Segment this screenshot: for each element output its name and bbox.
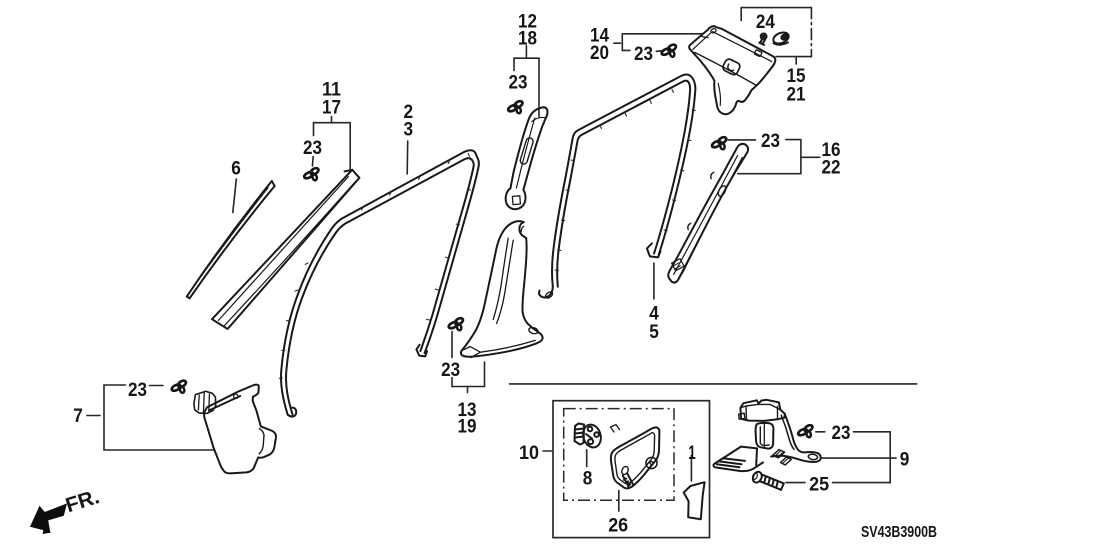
svg-text:9: 9 [900, 449, 910, 471]
svg-text:SV43B3900B: SV43B3900B [861, 524, 937, 541]
svg-text:23: 23 [441, 359, 460, 381]
svg-text:7: 7 [73, 405, 83, 427]
svg-text:16: 16 [822, 139, 841, 161]
svg-text:FR.: FR. [63, 485, 102, 517]
svg-text:24: 24 [756, 11, 775, 33]
svg-text:23: 23 [832, 422, 851, 444]
svg-text:23: 23 [761, 130, 780, 152]
svg-text:23: 23 [128, 379, 147, 401]
svg-text:1: 1 [688, 442, 696, 464]
svg-text:20: 20 [590, 42, 609, 64]
svg-text:8: 8 [583, 467, 593, 489]
svg-text:2: 2 [404, 101, 414, 123]
svg-text:12: 12 [518, 10, 537, 32]
svg-text:10: 10 [519, 442, 539, 464]
svg-text:23: 23 [509, 72, 528, 94]
svg-text:23: 23 [303, 137, 322, 159]
svg-text:26: 26 [608, 515, 628, 537]
svg-text:23: 23 [634, 43, 653, 65]
svg-text:6: 6 [231, 158, 241, 180]
svg-text:15: 15 [787, 65, 806, 87]
svg-text:14: 14 [590, 25, 609, 47]
svg-text:25: 25 [809, 474, 829, 496]
svg-text:22: 22 [822, 157, 841, 179]
svg-text:21: 21 [787, 84, 806, 106]
svg-text:13: 13 [458, 399, 477, 421]
svg-text:18: 18 [518, 28, 537, 50]
svg-text:3: 3 [404, 119, 414, 141]
svg-text:19: 19 [458, 415, 477, 437]
svg-text:5: 5 [649, 321, 659, 343]
svg-text:4: 4 [649, 302, 659, 324]
svg-text:11: 11 [322, 78, 341, 100]
svg-text:17: 17 [322, 96, 341, 118]
